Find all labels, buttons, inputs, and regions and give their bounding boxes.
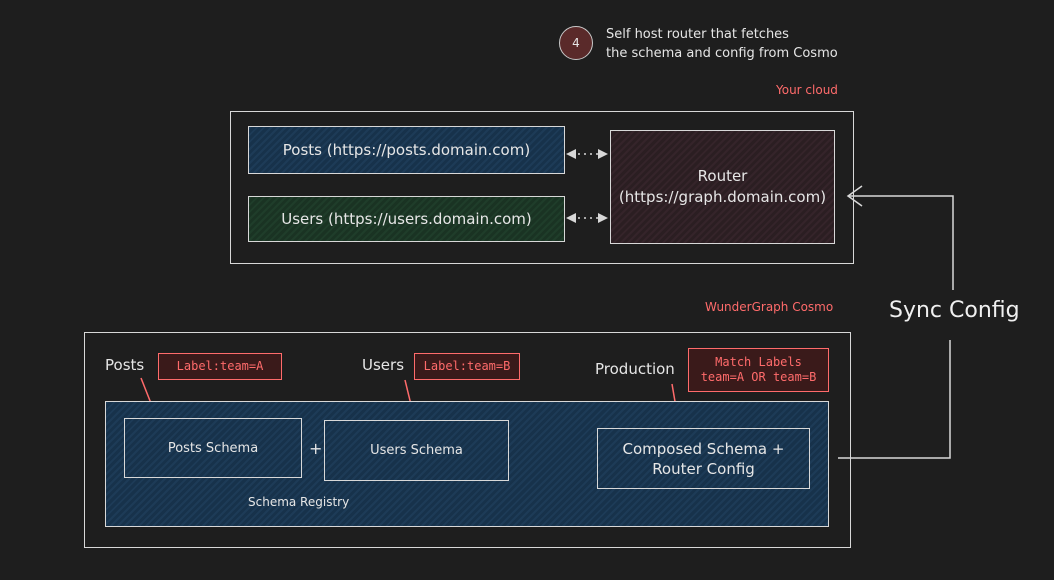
router-box: Router (https://graph.domain.com) bbox=[610, 130, 835, 244]
users-title: Users bbox=[362, 356, 405, 374]
arrowhead-left-2 bbox=[566, 213, 576, 223]
posts-label-text: Label:team=A bbox=[176, 359, 264, 373]
router-url: (https://graph.domain.com) bbox=[618, 188, 827, 206]
your-cloud-container bbox=[230, 111, 854, 264]
users-label-text: Label:team=B bbox=[423, 359, 511, 373]
step-description-line2: the schema and config from Cosmo bbox=[606, 46, 838, 61]
arrowhead-left-1 bbox=[566, 149, 576, 159]
posts-schema-box: Posts Schema bbox=[124, 418, 302, 478]
your-cloud-label: Your cloud bbox=[776, 83, 838, 97]
posts-schema-label: Posts Schema bbox=[167, 440, 259, 456]
router-title: Router bbox=[697, 167, 748, 185]
arrowhead-right-1 bbox=[598, 149, 608, 159]
composed-line2: Router Config bbox=[652, 459, 755, 478]
users-schema-box: Users Schema bbox=[324, 420, 509, 481]
cosmo-label: WunderGraph Cosmo bbox=[705, 300, 834, 314]
users-schema-label: Users Schema bbox=[370, 443, 463, 458]
cosmo-container bbox=[84, 332, 851, 548]
composed-schema-box: Composed Schema + Router Config bbox=[597, 428, 810, 489]
step-number: 4 bbox=[572, 36, 580, 50]
composed-line1: Composed Schema + bbox=[622, 439, 785, 458]
sync-arrowhead bbox=[846, 185, 863, 207]
production-label-tag: Match Labels team=A OR team=B bbox=[688, 348, 829, 392]
plus-sign: + bbox=[309, 439, 323, 458]
step-description-line1: Self host router that fetches bbox=[606, 27, 789, 42]
sync-config-label: Sync Config bbox=[889, 298, 1020, 323]
posts-service-box: Posts (https://posts.domain.com) bbox=[248, 126, 565, 174]
users-service-box: Users (https://users.domain.com) bbox=[248, 196, 565, 242]
production-tag-line1: Match Labels bbox=[715, 355, 802, 369]
users-service-label: Users (https://users.domain.com) bbox=[281, 210, 532, 228]
step-circle: 4 bbox=[559, 26, 593, 60]
arrowhead-right-2 bbox=[598, 213, 608, 223]
schema-registry-label: Schema Registry bbox=[248, 495, 350, 509]
step-description: Self host router that fetches the schema… bbox=[606, 25, 838, 63]
production-tag-line2: team=A OR team=B bbox=[700, 370, 817, 384]
production-title: Production bbox=[595, 360, 675, 378]
users-label-tag: Label:team=B bbox=[414, 353, 520, 380]
posts-title: Posts bbox=[105, 356, 145, 374]
sync-line-lower bbox=[838, 340, 951, 459]
posts-label-tag: Label:team=A bbox=[158, 353, 282, 380]
posts-service-label: Posts (https://posts.domain.com) bbox=[282, 141, 531, 159]
sync-line-upper bbox=[848, 195, 954, 290]
